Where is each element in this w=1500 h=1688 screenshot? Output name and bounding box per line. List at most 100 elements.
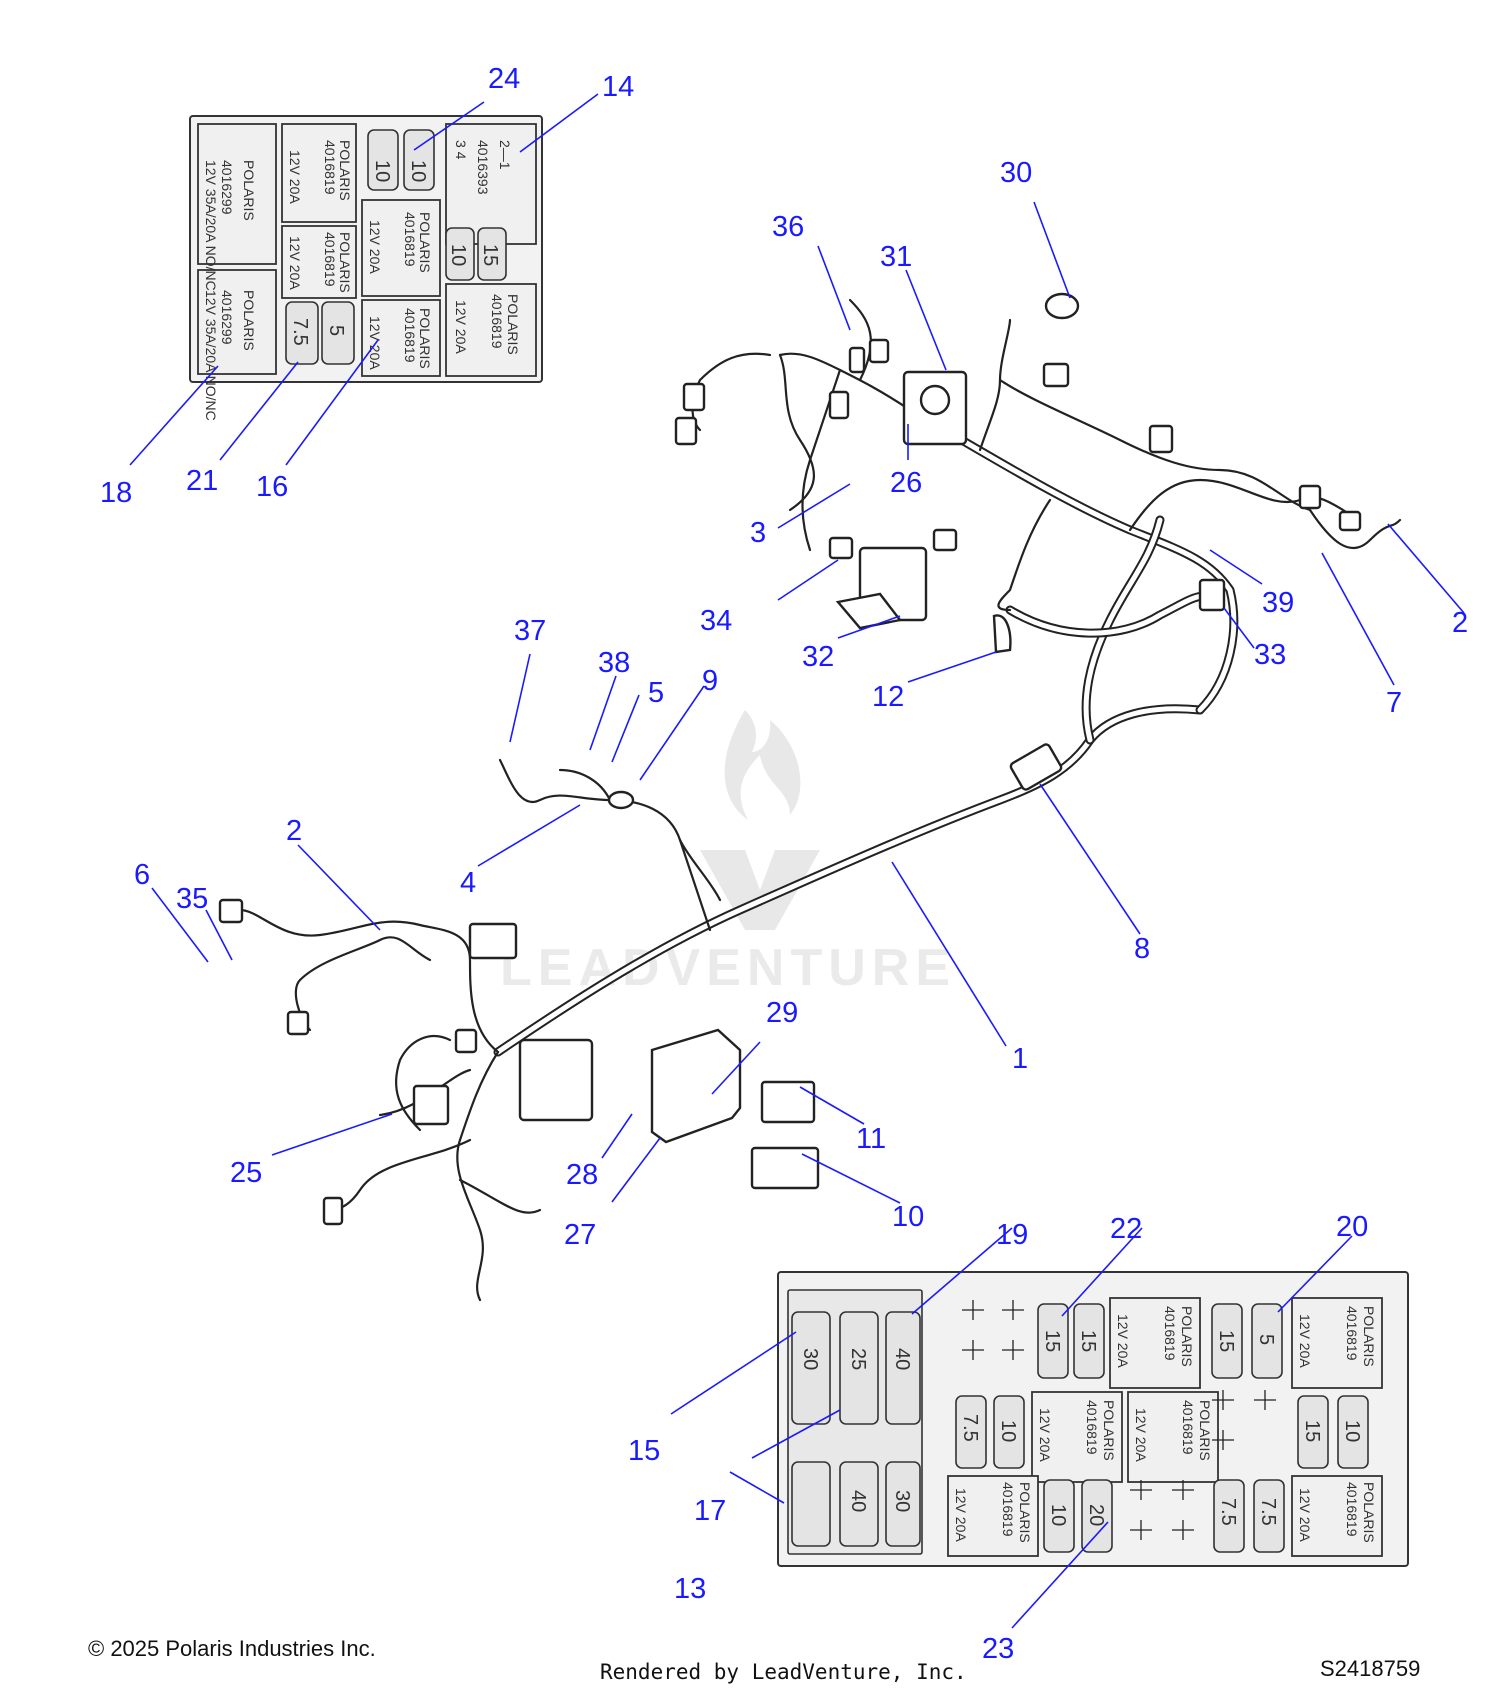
maxi-fuse-6-label: 30: [891, 1490, 913, 1512]
relay-upper-5: [361, 199, 441, 297]
grommet-small: [607, 790, 635, 810]
relay-upper-3-brand: POLARIS: [337, 140, 353, 201]
relay-upper-4-part: 4016819: [322, 232, 338, 287]
callout-6[interactable]: 6: [134, 859, 150, 891]
callout-35[interactable]: 35: [176, 883, 208, 915]
callout-8[interactable]: 8: [1134, 933, 1150, 965]
maxi-fuse-1: [791, 1311, 831, 1425]
callout-14[interactable]: 14: [602, 71, 634, 103]
mini-fuse-7: [1297, 1395, 1329, 1469]
mini-fuse-1-label: 15: [1041, 1330, 1063, 1352]
relay-upper-6-brand: POLARIS: [417, 308, 433, 369]
empty-terminals: [962, 1300, 1276, 1540]
callout-37[interactable]: 37: [514, 615, 546, 647]
maxi-fuse-5: [839, 1461, 879, 1547]
mini-fuse-2: [1073, 1303, 1105, 1379]
grommet: [1044, 292, 1080, 320]
relay-lower-4-brand: POLARIS: [1197, 1400, 1213, 1461]
callout-9[interactable]: 9: [702, 665, 718, 697]
maxi-fuse-2: [839, 1311, 879, 1425]
mini-fuse-3: [1211, 1303, 1243, 1379]
relay-upper-8-spec: 12V 20A: [453, 300, 469, 354]
callout-20[interactable]: 20: [1336, 1211, 1368, 1243]
callout-39[interactable]: 39: [1262, 587, 1294, 619]
callout-19[interactable]: 19: [996, 1219, 1028, 1251]
fuse-upper-4: [477, 227, 507, 281]
callout-12[interactable]: 12: [872, 681, 904, 713]
callout-24[interactable]: 24: [488, 63, 520, 95]
callout-7[interactable]: 7: [1386, 687, 1402, 719]
mini-fuse-6: [993, 1395, 1025, 1469]
callout-11[interactable]: 11: [856, 1123, 886, 1155]
relay-lower-2-brand: POLARIS: [1361, 1306, 1377, 1367]
diagram-id: S2418759: [1320, 1656, 1421, 1681]
mini-fuse-9: [1043, 1479, 1075, 1553]
relay-lower-4-part: 4016819: [1180, 1400, 1196, 1455]
maxi-fuse-3: [885, 1311, 921, 1425]
fuse-upper-3: [445, 227, 475, 281]
callout-13[interactable]: 13: [674, 1573, 706, 1605]
relay-upper-3-part: 4016819: [322, 140, 338, 195]
callout-33[interactable]: 33: [1254, 639, 1286, 671]
maxi-fuse-1-label: 30: [799, 1348, 821, 1370]
relay-lower-1: [1109, 1297, 1201, 1389]
callout-15[interactable]: 15: [628, 1435, 660, 1467]
mini-fuse-8: [1337, 1395, 1369, 1469]
lower-fuse-box: 30 25 40 40 30 12V 20A 4016819 POLARIS 1…: [777, 1271, 1409, 1567]
mini-fuse-10: [1081, 1479, 1113, 1553]
callout-labels: 1 2 2 3 4 5 6 7 8 9 10 11 12 13 14 15 16…: [100, 63, 1468, 1665]
callout-27[interactable]: 27: [564, 1219, 596, 1251]
callout-28[interactable]: 28: [566, 1159, 598, 1191]
mini-fuse-4: [1251, 1303, 1283, 1379]
relay-lower-6-part: 4016819: [1344, 1482, 1360, 1537]
relay-lower-6-brand: POLARIS: [1361, 1482, 1377, 1543]
callout-21[interactable]: 21: [186, 465, 218, 497]
callout-23[interactable]: 23: [982, 1633, 1014, 1665]
relay-upper-6: [361, 299, 441, 377]
callout-25[interactable]: 25: [230, 1157, 262, 1189]
mini-fuse-1: [1037, 1303, 1069, 1379]
callout-2-front[interactable]: 2: [1452, 607, 1468, 639]
relay-upper-5-spec: 12V 20A: [367, 220, 383, 274]
relay-lower-2-spec: 12V 20A: [1297, 1314, 1313, 1368]
relay-upper-5-brand: POLARIS: [417, 212, 433, 273]
relay-lower-6-spec: 12V 20A: [1297, 1488, 1313, 1542]
rendered-by-text: Rendered by LeadVenture, Inc.: [600, 1660, 967, 1684]
callout-32[interactable]: 32: [802, 641, 834, 673]
callout-2-rear[interactable]: 2: [286, 815, 302, 847]
harness-fuse-block-rear: [518, 1038, 594, 1122]
callout-31[interactable]: 31: [880, 241, 912, 273]
callout-5[interactable]: 5: [648, 677, 664, 709]
mini-fuse-12: [1253, 1479, 1285, 1553]
callout-17[interactable]: 17: [694, 1495, 726, 1527]
relay-upper-7-part: 4016393: [475, 140, 491, 195]
wire-harness: [218, 292, 1402, 1302]
fuse-upper-3-label: 10: [447, 244, 469, 266]
fuse-upper-5: [285, 301, 319, 365]
callout-18[interactable]: 18: [100, 477, 132, 509]
mini-fuse-5: [955, 1395, 987, 1469]
callout-38[interactable]: 38: [598, 647, 630, 679]
callout-16[interactable]: 16: [256, 471, 288, 503]
callout-29[interactable]: 29: [766, 997, 798, 1029]
callout-36[interactable]: 36: [772, 211, 804, 243]
callout-10[interactable]: 10: [892, 1201, 924, 1233]
callout-34[interactable]: 34: [700, 605, 732, 637]
callout-1[interactable]: 1: [1012, 1043, 1028, 1075]
callout-22[interactable]: 22: [1110, 1213, 1142, 1245]
relay-lower-1-brand: POLARIS: [1179, 1306, 1195, 1367]
relay-upper-4: [281, 225, 357, 299]
leader-lines: [129, 93, 1465, 1629]
relay-lower-5-spec: 12V 20A: [953, 1488, 969, 1542]
mini-fuse-5-label: 7.5: [959, 1414, 981, 1442]
relay-upper-4-spec: 12V 20A: [287, 236, 303, 290]
mini-fuse-6-label: 10: [997, 1420, 1019, 1442]
callout-3[interactable]: 3: [750, 517, 766, 549]
callout-4[interactable]: 4: [460, 867, 476, 899]
callout-26[interactable]: 26: [890, 467, 922, 499]
upper-fuse-box: 10 10 10 15 7.5 5 12V 35A/20A NO/NC 4016…: [189, 115, 543, 421]
watermark-text: LEADVENTURE: [500, 939, 956, 997]
callout-30[interactable]: 30: [1000, 157, 1032, 189]
mini-fuse-9-label: 10: [1047, 1504, 1069, 1526]
fuse-upper-2-label: 10: [407, 160, 429, 182]
